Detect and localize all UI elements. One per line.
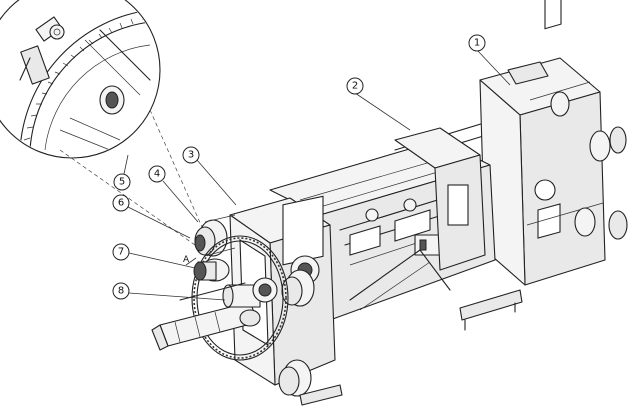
view-marker-arrow [185, 257, 197, 266]
callout-8-label: 8 [118, 286, 124, 297]
callout-7: 7 [112, 243, 130, 261]
projection-line-2 [149, 109, 211, 246]
moving-platen [394, 127, 486, 271]
detail-view [0, 0, 161, 159]
front-platen [229, 195, 336, 386]
callout-2-label: 2 [352, 81, 358, 92]
callout-1: 1 [468, 34, 486, 52]
leader-8 [128, 292, 226, 301]
rear-platen-hole [534, 179, 556, 201]
ring-gear-outer [191, 235, 289, 361]
callout-5: 5 [113, 173, 131, 191]
leader-7 [128, 252, 196, 269]
drive-motor [193, 258, 230, 282]
gear-arc-outer [19, 9, 151, 151]
front-tie-bar-nuts [194, 214, 315, 397]
callout-1-label: 1 [474, 38, 480, 49]
leader-4 [162, 180, 199, 223]
callout-3: 3 [182, 146, 200, 164]
injection-cylinder [151, 277, 278, 351]
gear-arc-inner [29, 21, 151, 151]
callout-8: 8 [112, 282, 130, 300]
gear-teeth [23, 14, 144, 141]
callout-leaders [123, 49, 511, 301]
callout-2: 2 [346, 77, 364, 95]
projection-line-1 [59, 149, 206, 253]
ring-gear-teeth [193, 237, 287, 359]
rear-platen-window [544, 0, 562, 30]
rear-platen [479, 0, 628, 286]
base-feet [299, 289, 523, 406]
callout-4: 4 [148, 165, 166, 183]
leader-2 [354, 92, 411, 131]
callout-3-label: 3 [188, 150, 194, 161]
front-platen-window [282, 195, 324, 266]
leader-1 [476, 49, 511, 86]
leader-5 [123, 154, 129, 175]
leader-3 [196, 159, 237, 206]
callout-6: 6 [112, 194, 130, 212]
callout-6-label: 6 [118, 198, 124, 209]
leader-6 [127, 206, 191, 239]
callout-4-label: 4 [154, 169, 160, 180]
view-marker-label: A [183, 255, 190, 265]
callout-5-label: 5 [119, 177, 125, 188]
motor-body [20, 45, 50, 85]
callout-7-label: 7 [118, 247, 124, 258]
